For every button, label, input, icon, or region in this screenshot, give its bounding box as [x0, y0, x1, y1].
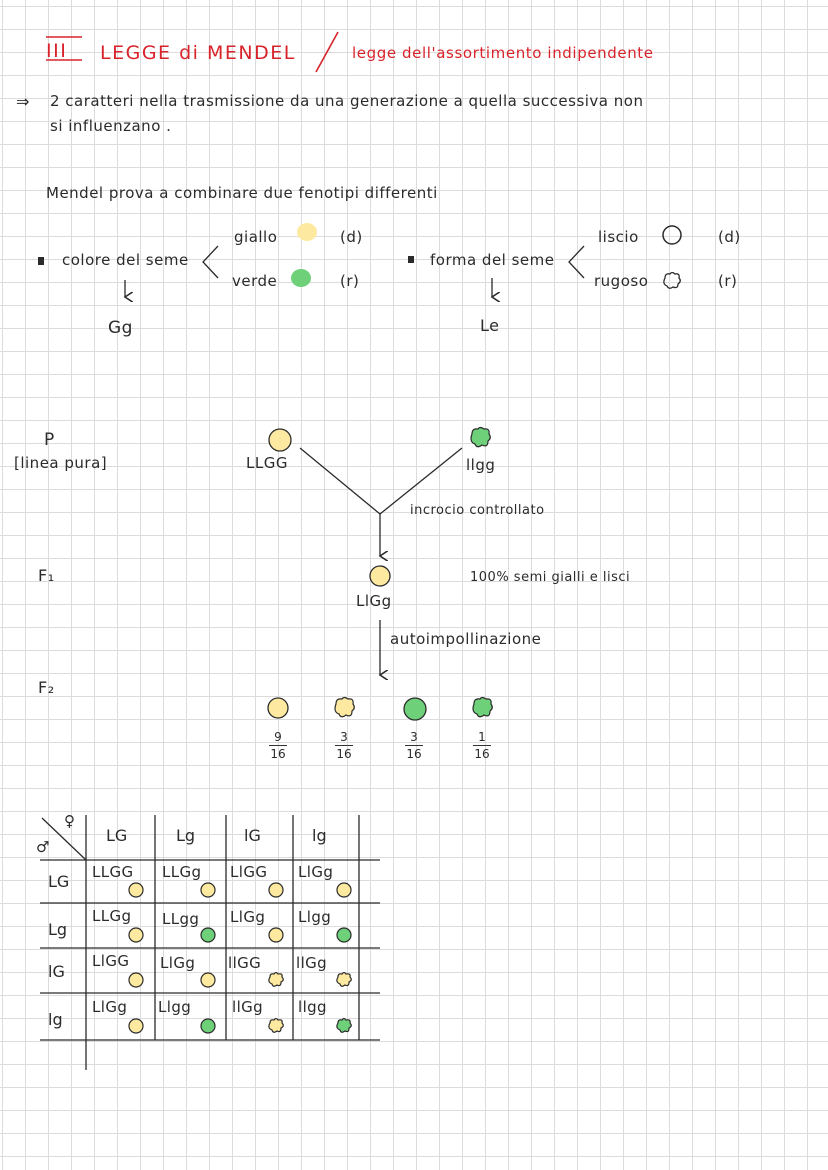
- punnett-seed-yellow-round-icon: [128, 1018, 144, 1034]
- punnett-col-header: Lg: [176, 826, 196, 845]
- self-pollination-label: autoimpollinazione: [390, 630, 542, 648]
- female-symbol-icon: ♀: [64, 812, 75, 830]
- punnett-seed-green-round-icon: [336, 927, 352, 943]
- punnett-cell-genotype: llGg: [296, 954, 328, 972]
- f1-genotype: LlGg: [356, 592, 392, 610]
- trait-color-recessive-tag: (r): [340, 272, 360, 290]
- combine-text: Mendel prova a combinare due fenotipi di…: [46, 184, 438, 202]
- punnett-seed-yellow-round-icon: [200, 882, 216, 898]
- bullet-color: [38, 257, 44, 265]
- punnett-cell-genotype: llGg: [232, 998, 264, 1016]
- trait-color-dominant-tag: (d): [340, 228, 363, 246]
- trait-shape-dominant: liscio: [598, 228, 639, 246]
- trait-color-genotype: Gg: [108, 318, 133, 338]
- title-roman: III: [46, 40, 68, 62]
- trait-color-dominant: giallo: [234, 228, 278, 246]
- punnett-col-header: lg: [312, 826, 327, 845]
- punnett-cell-genotype: llgg: [298, 998, 327, 1016]
- parent-1-genotype: LLGG: [246, 454, 288, 472]
- punnett-cell-genotype: Llgg: [298, 908, 332, 926]
- punnett-cell-genotype: llGG: [228, 954, 262, 972]
- punnett-row-header: lG: [48, 962, 65, 981]
- intro-line-2: si influenzano .: [50, 117, 172, 135]
- trait-color-recessive: verde: [232, 272, 278, 290]
- punnett-cell-genotype: LlGg: [92, 998, 128, 1016]
- parent-1-seed-icon: [268, 428, 292, 452]
- color-brace: [202, 245, 219, 279]
- punnett-row-header: lg: [48, 1010, 63, 1029]
- punnett-seed-green-wrinkled-icon: [336, 1017, 352, 1033]
- trait-shape-label: forma del seme: [430, 251, 555, 269]
- punnett-cell-genotype: LlGg: [230, 908, 266, 926]
- yellow-seed-icon: [297, 223, 317, 241]
- punnett-seed-yellow-round-icon: [200, 972, 216, 988]
- trait-shape-dominant-tag: (d): [718, 228, 741, 246]
- cross-label: incrocio controllato: [410, 503, 545, 518]
- bullet-shape: [408, 256, 414, 263]
- shape-brace: [568, 245, 585, 279]
- page-title: LEGGE di MENDEL: [100, 42, 296, 64]
- trait-shape-genotype: Le: [480, 316, 500, 335]
- male-symbol-icon: ♂: [36, 838, 50, 856]
- generation-p: P: [44, 430, 55, 450]
- punnett-col-header: lG: [244, 826, 261, 845]
- f2-yellow-wrinkled-icon: [334, 696, 355, 718]
- punnett-seed-green-round-icon: [200, 927, 216, 943]
- punnett-col-header: LG: [106, 826, 128, 845]
- parent-2-seed-icon: [470, 426, 491, 448]
- punnett-cell-genotype: LLgg: [162, 910, 200, 928]
- f2-green-round-icon: [403, 697, 427, 721]
- round-seed-icon: [662, 225, 682, 245]
- wrinkled-seed-icon: [663, 271, 681, 289]
- f2-yellow-round-icon: [267, 697, 289, 719]
- punnett-cell-genotype: Llgg: [158, 998, 192, 1016]
- intro-line-1: 2 caratteri nella trasmissione da una ge…: [50, 92, 644, 110]
- punnett-seed-yellow-round-icon: [268, 927, 284, 943]
- punnett-row-header: LG: [48, 872, 70, 891]
- punnett-seed-yellow-round-icon: [128, 972, 144, 988]
- title-slash: [315, 31, 339, 73]
- f1-note: 100% semi gialli e lisci: [470, 570, 631, 585]
- punnett-seed-yellow-wrinkled-icon: [336, 971, 352, 987]
- punnett-grid: [40, 815, 380, 1070]
- trait-shape-recessive: rugoso: [594, 272, 649, 290]
- arrow-icon: ⇒: [16, 92, 30, 111]
- punnett-seed-yellow-wrinkled-icon: [268, 1017, 284, 1033]
- punnett-cell-genotype: LLGg: [92, 907, 132, 925]
- punnett-seed-yellow-wrinkled-icon: [268, 971, 284, 987]
- generation-f2: F₂: [38, 678, 55, 697]
- generation-p-note: [linea pura]: [14, 454, 108, 472]
- generation-f1: F₁: [38, 566, 55, 585]
- punnett-cell-genotype: LLGG: [92, 863, 134, 881]
- green-seed-icon: [291, 269, 311, 287]
- punnett-cell-genotype: LlGG: [230, 863, 268, 881]
- punnett-row-header: Lg: [48, 920, 68, 939]
- f2-green-wrinkled-icon: [472, 696, 493, 718]
- punnett-seed-yellow-round-icon: [128, 927, 144, 943]
- punnett-seed-green-round-icon: [200, 1018, 216, 1034]
- trait-color-label: colore del seme: [62, 251, 189, 269]
- punnett-seed-yellow-round-icon: [128, 882, 144, 898]
- parent-2-genotype: llgg: [466, 456, 496, 474]
- punnett-seed-yellow-round-icon: [336, 882, 352, 898]
- punnett-cell-genotype: LLGg: [162, 863, 202, 881]
- f1-seed-icon: [369, 565, 391, 587]
- punnett-cell-genotype: LlGg: [298, 863, 334, 881]
- punnett-cell-genotype: LlGg: [160, 954, 196, 972]
- punnett-seed-yellow-round-icon: [268, 882, 284, 898]
- page-subtitle: legge dell'assortimento indipendente: [352, 44, 654, 62]
- punnett-cell-genotype: LlGG: [92, 952, 130, 970]
- trait-shape-recessive-tag: (r): [718, 272, 738, 290]
